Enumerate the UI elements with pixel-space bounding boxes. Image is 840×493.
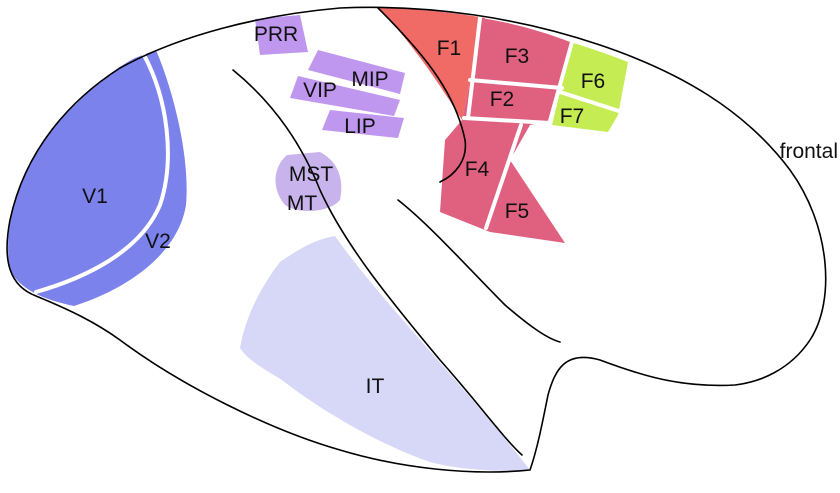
label-f5: F5 bbox=[505, 200, 530, 223]
border-f2-f4 bbox=[462, 116, 552, 125]
sulcus-intraparietal bbox=[232, 69, 523, 456]
region-vip bbox=[290, 76, 400, 116]
label-v2: V2 bbox=[145, 230, 171, 253]
border-f1-f3 bbox=[466, 16, 482, 120]
label-mip: MIP bbox=[351, 68, 388, 91]
region-lip bbox=[322, 110, 404, 138]
region-prr bbox=[255, 15, 308, 55]
sulcus-central bbox=[377, 7, 467, 183]
label-it: IT bbox=[366, 375, 385, 398]
label-f2: F2 bbox=[490, 88, 515, 111]
region-v1-v2 bbox=[8, 50, 187, 306]
label-mt: MT bbox=[287, 192, 317, 215]
border-f6-f7 bbox=[558, 90, 624, 114]
label-f6: F6 bbox=[581, 70, 606, 93]
label-vip: VIP bbox=[303, 79, 337, 102]
border-f3-f6 bbox=[546, 40, 574, 130]
label-lip: LIP bbox=[344, 115, 376, 138]
label-f7: F7 bbox=[560, 105, 585, 128]
label-frontal: frontal bbox=[780, 140, 838, 163]
border-f4-f5 bbox=[484, 123, 523, 230]
label-f4: F4 bbox=[465, 158, 490, 181]
label-v1: V1 bbox=[82, 185, 108, 208]
brain-outline bbox=[6, 6, 827, 473]
region-mip bbox=[308, 50, 405, 94]
label-f3: F3 bbox=[505, 45, 530, 68]
label-prr: PRR bbox=[254, 23, 298, 46]
sulcus-lateral bbox=[397, 199, 561, 343]
label-f1: F1 bbox=[437, 37, 462, 60]
region-mst-mt bbox=[275, 152, 342, 212]
label-mst: MST bbox=[289, 163, 334, 186]
v1-v2-border bbox=[34, 53, 170, 294]
region-it bbox=[240, 236, 530, 471]
border-f3-f2 bbox=[468, 78, 564, 90]
